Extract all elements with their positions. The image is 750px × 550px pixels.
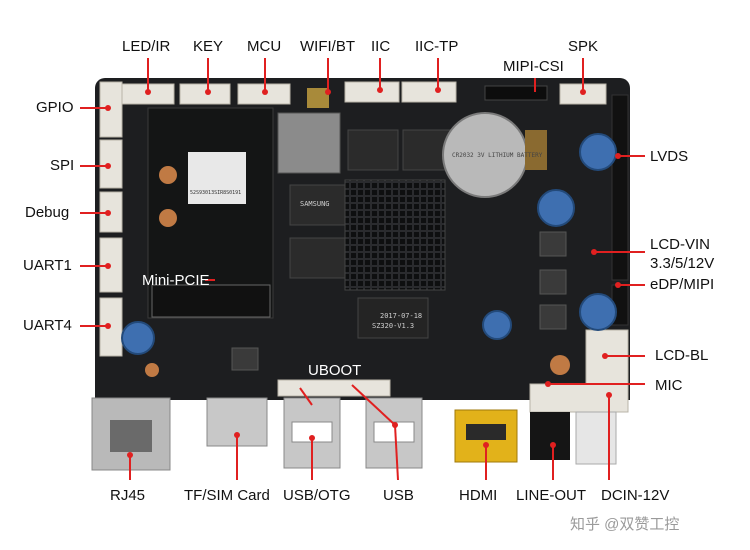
wifi-antenna xyxy=(307,88,329,108)
inductor-1 xyxy=(539,231,567,257)
label-uart4: UART4 xyxy=(23,317,72,334)
leader-lines xyxy=(80,58,645,481)
mini-pcie-socket xyxy=(151,284,271,318)
silk-date: 2017-07-18 xyxy=(380,312,423,320)
standoff-right xyxy=(550,355,570,375)
iic-tp-connector xyxy=(401,81,457,103)
leader-dots xyxy=(105,87,621,458)
usb-opening xyxy=(373,421,415,443)
inductor-2 xyxy=(539,269,567,295)
left-connectors xyxy=(99,81,123,357)
capacitor-2 xyxy=(537,189,575,227)
hdmi-opening xyxy=(466,424,506,440)
rj45-port xyxy=(110,420,152,452)
label-debug: Debug xyxy=(25,204,70,221)
bottom-headers xyxy=(277,379,391,397)
label-edp-mipi: eDP/MIPI xyxy=(650,276,715,293)
label-uart1: UART1 xyxy=(23,257,72,274)
inductor-3 xyxy=(539,304,567,330)
label-iic: IIC xyxy=(371,38,391,55)
label-mini-pcie: Mini-PCIE xyxy=(142,272,210,289)
label-uboot: UBOOT xyxy=(308,362,362,379)
standoff-top xyxy=(159,166,177,184)
standoff-mid xyxy=(159,209,177,227)
iic-connector xyxy=(344,81,400,103)
capacitors xyxy=(121,133,617,355)
capacitor-4 xyxy=(121,321,155,355)
label-lcd-vin-volts: 3.3/5/12V xyxy=(650,255,715,272)
label-dcin: DCIN-12V xyxy=(601,487,670,504)
silk-model: SZ320-V1.3 xyxy=(372,322,415,330)
sticker xyxy=(188,152,246,204)
label-rj45: RJ45 xyxy=(110,487,146,504)
label-line-out: LINE-OUT xyxy=(516,487,587,504)
capacitor-5 xyxy=(482,310,512,340)
label-mic: MIC xyxy=(655,377,683,394)
label-tf-sim: TF/SIM Card xyxy=(184,487,270,504)
label-iic-tp: IIC-TP xyxy=(415,38,459,55)
gpio-connector xyxy=(99,81,123,138)
battery-holder xyxy=(525,130,547,170)
label-led-ir: LED/IR xyxy=(122,38,171,55)
silk-sn: 52S93013SIR8S0191 xyxy=(190,190,242,196)
label-key: KEY xyxy=(193,38,224,55)
label-hdmi: HDMI xyxy=(459,487,498,504)
capacitor-1 xyxy=(579,133,617,171)
standoff-left xyxy=(145,363,159,377)
ram-chip-2 xyxy=(289,237,353,279)
mipi-csi-connector xyxy=(484,85,548,101)
silk-battery: CR2032 3V LITHIUM BATTERY xyxy=(452,152,543,159)
mic-connector xyxy=(529,383,629,413)
label-lcd-bl: LCD-BL xyxy=(655,347,709,364)
mini-pcie-slot xyxy=(147,107,274,319)
inductor-4 xyxy=(231,347,259,371)
label-mipi-csi: MIPI-CSI xyxy=(503,58,564,75)
spi-connector xyxy=(99,139,123,189)
label-spi: SPI xyxy=(50,157,75,174)
lvds-header xyxy=(611,94,629,281)
label-gpio: GPIO xyxy=(36,99,74,116)
emmc-chip xyxy=(357,297,429,339)
inductors xyxy=(231,231,567,371)
ram-chip-3 xyxy=(347,129,399,171)
heatsink xyxy=(344,179,446,291)
label-lvds: LVDS xyxy=(650,148,689,165)
watermark: 知乎 @双赞工控 xyxy=(570,516,680,533)
label-spk: SPK xyxy=(568,38,599,55)
key-connector xyxy=(179,83,231,105)
label-mcu: MCU xyxy=(247,38,282,55)
capacitor-3 xyxy=(579,293,617,331)
top-connectors xyxy=(121,81,607,105)
label-usb-otg: USB/OTG xyxy=(283,487,351,504)
silk-ram: SAMSUNG xyxy=(300,200,330,208)
label-wifi-bt: WIFI/BT xyxy=(300,38,355,55)
wifi-module xyxy=(277,112,341,174)
line-out-jack xyxy=(530,412,570,460)
ram-chip-1 xyxy=(289,184,353,226)
label-lcd-vin: LCD-VIN xyxy=(650,236,711,253)
label-usb: USB xyxy=(383,487,414,504)
